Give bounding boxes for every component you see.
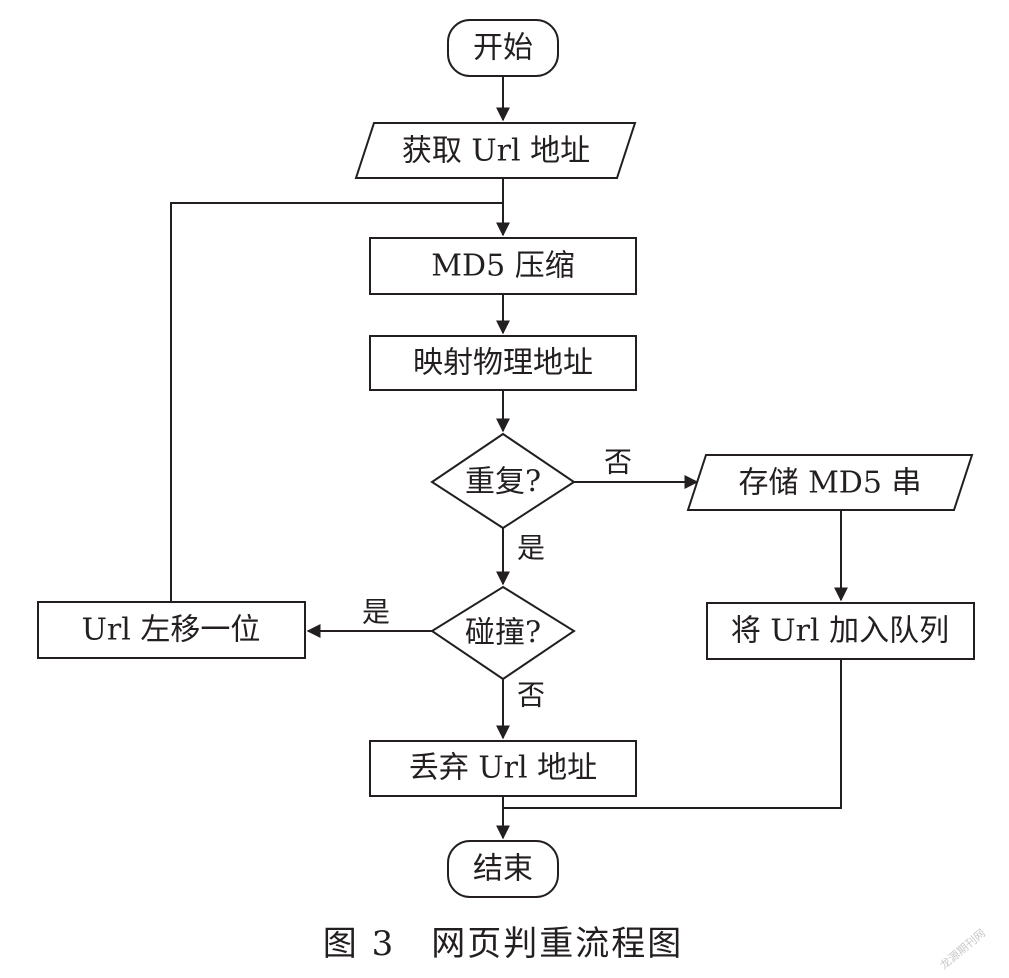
store-md5-label: 存储 MD5 串	[739, 466, 922, 501]
get-url-io	[354, 122, 637, 179]
collision-no-label: 否	[517, 679, 545, 712]
figure-caption: 图 3 网页判重流程图	[323, 924, 683, 964]
line-queue-to-merge	[503, 659, 842, 809]
get-url-label: 获取 Url 地址	[402, 134, 590, 169]
map-address-label: 映射物理地址	[413, 346, 593, 381]
duplicate-yes-label: 是	[517, 532, 545, 565]
add-queue-label: 将 Url 加入队列	[731, 614, 949, 649]
md5-process	[369, 237, 637, 295]
collision-decision	[430, 585, 576, 681]
end-terminal	[447, 840, 559, 898]
store-md5-io	[686, 454, 974, 511]
discard-url-label: 丢弃 Url 地址	[409, 751, 597, 786]
duplicate-decision	[430, 432, 576, 530]
connectors	[170, 76, 848, 840]
shift-url-label: Url 左移一位	[82, 613, 261, 648]
map-address-process	[369, 335, 637, 391]
shift-url-process	[37, 601, 306, 659]
loop-shift-to-md5	[170, 202, 503, 602]
discard-url-process	[369, 740, 637, 797]
watermark: 龙源期刊网	[937, 926, 988, 972]
start-label: 开始	[473, 31, 533, 66]
add-queue-process	[706, 602, 975, 660]
duplicate-label: 重复?	[465, 465, 541, 500]
start-terminal	[447, 19, 559, 77]
end-label: 结束	[473, 852, 533, 887]
collision-label: 碰撞?	[465, 616, 541, 651]
collision-yes-label: 是	[362, 596, 390, 629]
duplicate-no-label: 否	[604, 446, 632, 479]
md5-label: MD5 压缩	[431, 249, 574, 284]
